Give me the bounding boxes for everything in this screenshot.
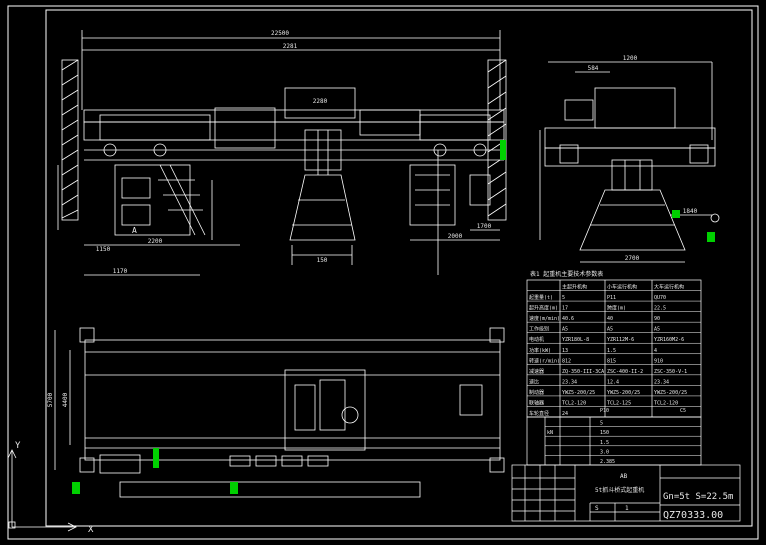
param-cell: 22.5 (654, 306, 666, 312)
param-cell: 5 (562, 295, 565, 301)
param-cell: 40.6 (562, 316, 574, 322)
dim-cab-offset: 1150 (96, 246, 111, 253)
param-cell: YWZ5-200/25 (562, 390, 595, 396)
param-cell: YZR180L-8 (562, 337, 589, 343)
dim-grab-width: 2700 (625, 255, 640, 262)
param-cell: 减速器 (529, 368, 544, 375)
title-scale-cell: S (595, 505, 599, 512)
param-cell: TCL2-120 (654, 400, 678, 406)
param-cell: 制动器 (529, 389, 544, 396)
title-block-grid (511, 464, 741, 522)
param-header: 大车运行机构 (654, 284, 684, 291)
footer-cell: P10 (600, 408, 609, 414)
green-marker-6 (230, 482, 238, 494)
inner-frame (45, 9, 753, 527)
param-cell: 13 (562, 348, 568, 354)
summary-cell: kN (547, 430, 553, 436)
param-cell: 12.4 (607, 379, 619, 385)
green-marker-3 (707, 232, 715, 242)
param-cell: QU70 (654, 295, 666, 301)
summary-cell: 1.5 (600, 440, 609, 446)
param-cell: 910 (654, 358, 663, 364)
param-cell: TCL2-120 (562, 400, 586, 406)
footer-cell: C5 (680, 408, 686, 414)
ucs-icon (7, 449, 77, 532)
param-cell: 17 (562, 306, 568, 312)
param-cell: 车轮直径 (529, 410, 549, 417)
param-cell: ZSC-400-II-2 (607, 369, 643, 375)
param-cell: YZR160M2-6 (654, 337, 684, 343)
param-cell: 工作级别 (529, 326, 549, 333)
ucs-y-label: Y (15, 441, 21, 451)
param-cell: 23.34 (562, 379, 577, 385)
param-cell: A5 (654, 327, 660, 333)
param-cell: 电动机 (529, 336, 544, 343)
title-spec: Gn=5t S=22.5m (663, 492, 733, 502)
green-marker-2 (672, 210, 680, 218)
param-cell: 起重量(t) (529, 294, 553, 301)
dim-side-total: 1200 (623, 55, 638, 62)
table-title: 表1 起重机主要技术参数表 (530, 270, 603, 278)
dim-cab-width: 2200 (148, 238, 163, 245)
param-cell: P11 (607, 295, 616, 301)
dim-side-top: 584 (588, 65, 599, 72)
dim-grab: 1840 (683, 208, 698, 215)
dim-hoist-height: 1700 (477, 223, 492, 230)
param-cell: 转速(r/min) (529, 357, 560, 364)
title-drawing-name: 5t抓斗桥式起重机 (595, 486, 644, 494)
side-elevation (539, 61, 720, 263)
summary-cell: 5 (600, 421, 603, 427)
dim-span-inner: 2281 (283, 43, 298, 50)
summary-cell: 150 (600, 430, 609, 436)
title-sheet-cell: 1 (625, 505, 629, 512)
dim-right-offset: 2000 (448, 233, 463, 240)
cab-label: A (132, 226, 137, 235)
param-header: 小车运行机构 (607, 284, 637, 291)
green-marker-5 (72, 482, 80, 494)
param-cell: TCL2-125 (607, 400, 631, 406)
param-cell: 23.34 (654, 379, 669, 385)
param-cell: A5 (607, 327, 613, 333)
ucs-x-label: X (88, 525, 94, 535)
dim-bottom: 150 (317, 257, 328, 264)
green-marker-4 (153, 448, 159, 468)
param-cell: 4 (654, 348, 657, 354)
param-cell: ZSC-350-V-1 (654, 369, 687, 375)
param-cell: 速度(m/min) (529, 315, 560, 322)
dim-cab-total: 1170 (113, 268, 128, 275)
param-cell: 812 (562, 358, 571, 364)
summary-cell: 2.385 (600, 459, 615, 465)
param-cell: 24 (562, 411, 568, 417)
param-cell: A5 (562, 327, 568, 333)
param-cell: 1.5 (607, 348, 616, 354)
param-cell: 起升高度(m) (529, 305, 558, 312)
dim-trolley-gauge: 2280 (313, 98, 328, 105)
param-cell: 功率(kW) (529, 347, 551, 354)
plan-view (54, 327, 505, 498)
summary-cell: 3.0 (600, 449, 609, 455)
param-cell: YWZ5-200/25 (654, 390, 687, 396)
param-cell: ZQ-350-III-3CA (562, 369, 604, 375)
dim-wheel-base: 5700 (47, 392, 54, 407)
title-drawing-number: QZ70333.00 (663, 510, 723, 521)
outer-frame (7, 5, 759, 540)
param-cell: 90 (654, 316, 660, 322)
param-cell: 40 (607, 316, 613, 322)
param-cell: 联轴器 (529, 399, 544, 406)
param-cell: YWZ5-200/25 (607, 390, 640, 396)
param-header: 主起升机构 (562, 284, 587, 291)
dim-span-top: 22500 (271, 30, 289, 37)
front-elevation (57, 30, 507, 276)
param-cell: 跨度(m) (607, 305, 626, 312)
summary-table-rows: 5 kN 150 1.5 3.0 2.385 P10 C5 (545, 408, 701, 465)
param-cell: 815 (607, 358, 616, 364)
dim-rail-gauge: 4400 (62, 392, 69, 407)
param-cell: YZR112M-6 (607, 337, 634, 343)
green-marker-1 (500, 140, 506, 160)
title-org: AB (620, 473, 628, 480)
param-cell: 速比 (529, 378, 539, 385)
